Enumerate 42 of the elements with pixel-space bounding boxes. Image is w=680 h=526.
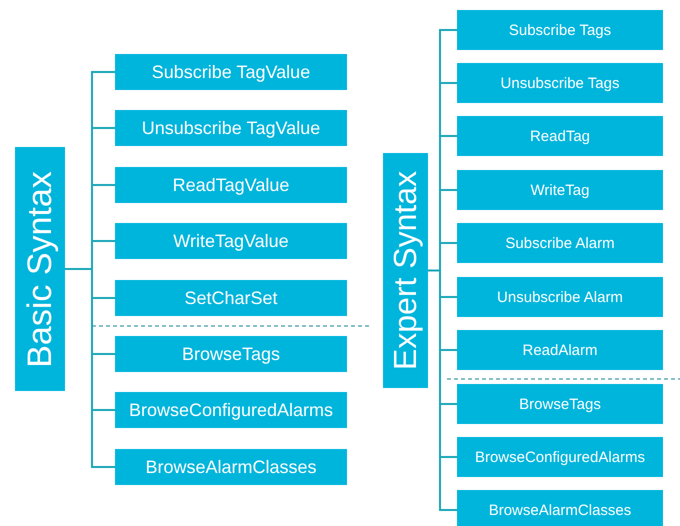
command-box — [115, 110, 347, 146]
command-box — [457, 490, 663, 526]
command-box — [115, 54, 347, 90]
box-label: ReadTagValue — [172, 174, 290, 196]
command-box — [115, 280, 347, 316]
box-label: BrowseTags — [182, 344, 280, 364]
command-box — [457, 63, 663, 103]
command-box — [457, 277, 663, 317]
box-label: ReadTag — [530, 128, 590, 144]
box-label: WriteTagValue — [173, 230, 289, 252]
category-box — [383, 153, 428, 388]
command-box — [457, 437, 663, 477]
connector-line — [65, 268, 115, 468]
box-label: Unsubscribe Tags — [500, 74, 620, 92]
box-label: BrowseAlarmClasses — [145, 456, 317, 478]
box-label: Subscribe Tags — [508, 22, 612, 38]
command-box — [457, 384, 663, 424]
command-box — [115, 336, 347, 372]
command-box — [115, 223, 347, 259]
command-box — [457, 223, 663, 263]
box-label: SetCharSet — [184, 288, 278, 308]
command-box — [457, 170, 663, 210]
box-label: Expert Syntax — [387, 170, 424, 370]
box-label: Subscribe TagValue — [152, 62, 310, 82]
box-label: WriteTag — [530, 182, 590, 198]
command-box — [115, 449, 347, 485]
connector-line — [428, 270, 457, 511]
command-box — [115, 392, 347, 428]
command-box — [457, 330, 663, 370]
command-box — [115, 167, 347, 203]
box-label: BrowseConfiguredAlarms — [474, 448, 646, 466]
box-label: BrowseTags — [519, 396, 601, 412]
box-label: Unsubscribe Alarm — [497, 288, 623, 306]
box-label: BrowseConfiguredAlarms — [128, 400, 334, 420]
box-label: ReadAlarm — [522, 342, 598, 358]
box-label: Subscribe Alarm — [505, 234, 615, 252]
command-box — [457, 116, 663, 156]
category-box — [15, 147, 65, 391]
command-box — [457, 10, 663, 50]
box-label: Basic Syntax — [20, 170, 60, 368]
box-label: BrowseAlarmClasses — [488, 502, 632, 518]
box-label: Unsubscribe TagValue — [142, 118, 320, 138]
